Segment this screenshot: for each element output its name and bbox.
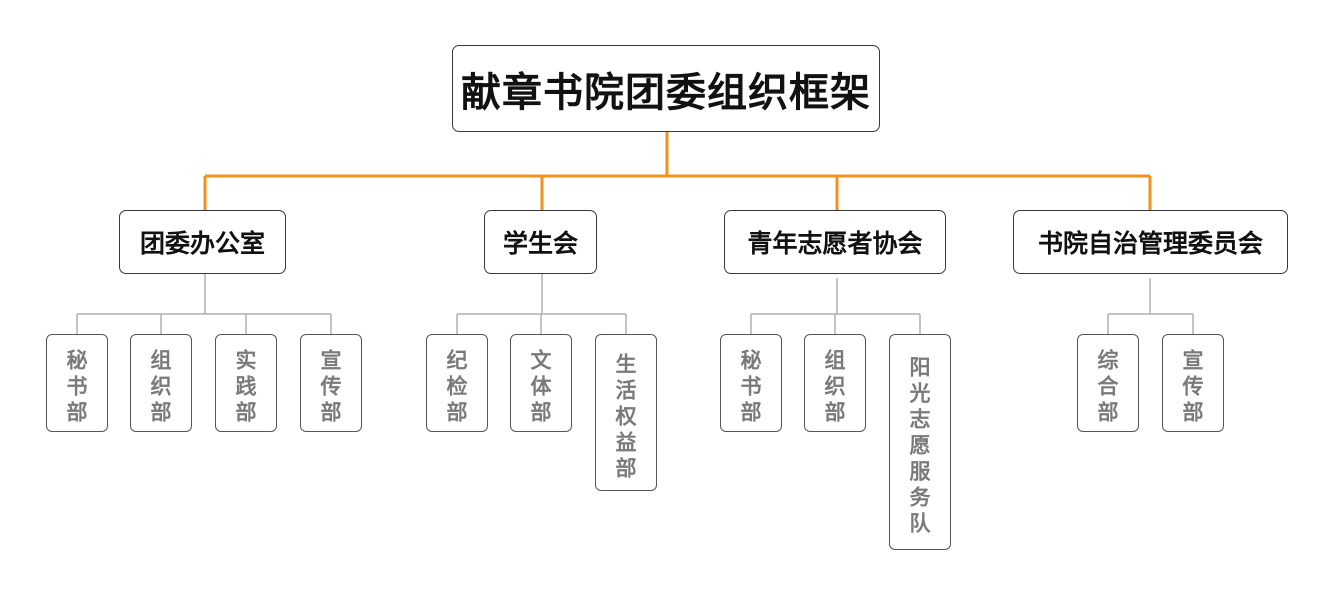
chart-title: 献章书院团委组织框架 [452, 45, 880, 132]
unit-box: 宣传部 [1162, 334, 1224, 432]
unit-box: 纪检部 [426, 334, 488, 432]
department-box-college-self-governance-committee: 书院自治管理委员会 [1013, 210, 1288, 274]
unit-box: 组织部 [804, 334, 866, 432]
unit-box: 生活权益部 [595, 334, 657, 491]
unit-box: 实践部 [215, 334, 277, 432]
unit-box: 宣传部 [300, 334, 362, 432]
department-box-student-union: 学生会 [484, 210, 597, 274]
unit-box: 秘书部 [720, 334, 782, 432]
department-box-youth-league-office: 团委办公室 [119, 210, 286, 274]
unit-box: 文体部 [510, 334, 572, 432]
unit-box: 组织部 [130, 334, 192, 432]
unit-box: 秘书部 [46, 334, 108, 432]
department-box-youth-volunteers-association: 青年志愿者协会 [724, 210, 946, 274]
unit-box: 阳光志愿服务队 [889, 334, 951, 550]
unit-box: 综合部 [1077, 334, 1139, 432]
